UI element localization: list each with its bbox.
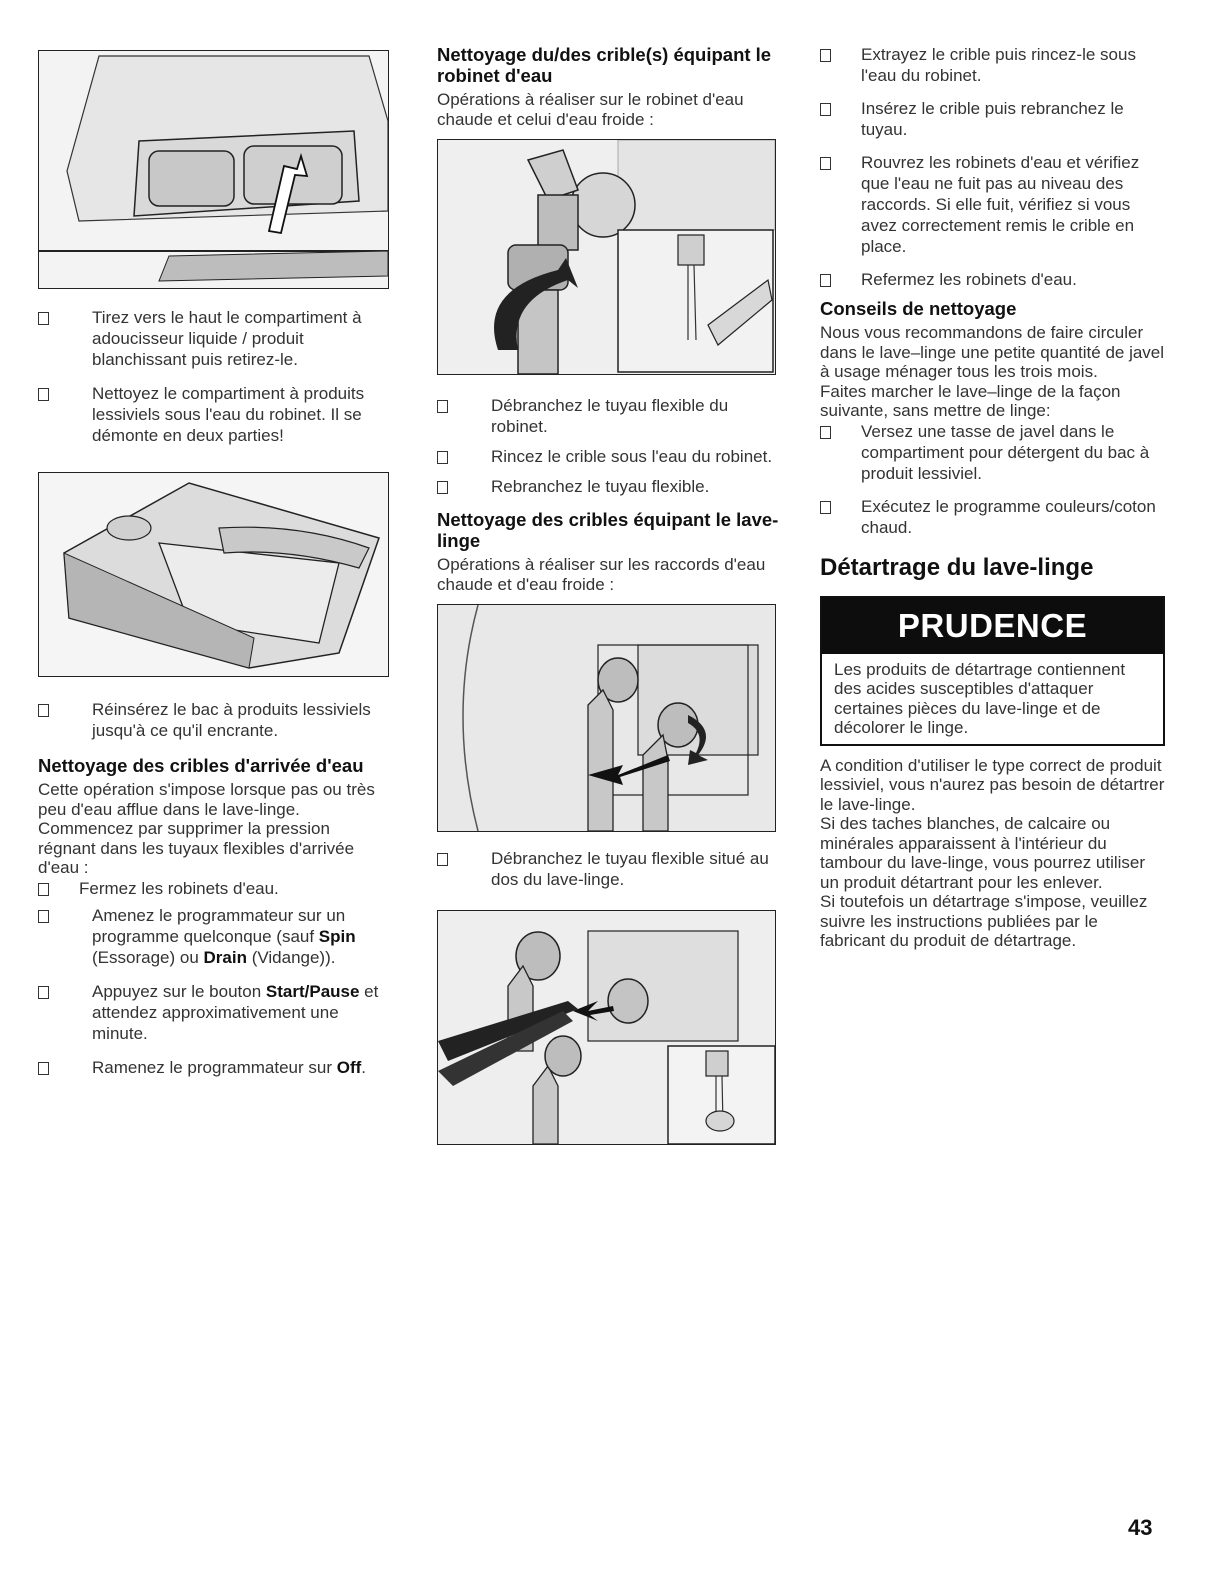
checkbox-icon	[437, 451, 448, 464]
paragraph-stains: Si des taches blanches, de calcaire ou m…	[820, 814, 1146, 892]
step-text: Rouvrez les robinets d'eau et vérifiez q…	[861, 153, 1140, 256]
checkbox-icon	[820, 500, 831, 514]
list-item: Exécutez le programme couleurs/coton cha…	[820, 496, 1165, 538]
step-text: Rebranchez le tuyau flexible.	[491, 477, 710, 496]
step-text: Fermez les robinets d'eau.	[79, 878, 279, 898]
paragraph-tap: Opérations à réaliser sur le robinet d'e…	[437, 90, 744, 129]
figure-pliers-filter	[437, 910, 776, 1145]
figure-machine-inlets	[437, 604, 776, 832]
step-text: Rincez le crible sous l'eau du robinet.	[491, 447, 773, 466]
dispenser-drawer-illustration	[39, 51, 388, 288]
figure-tap-hose	[437, 139, 776, 375]
checkbox-icon	[437, 400, 448, 413]
column-right: Extrayez le crible puis rincez-le sous l…	[820, 44, 1165, 951]
heading-tap-filter: Nettoyage du/des crible(s) équipant le r…	[437, 44, 772, 86]
step-text: Nettoyez le compartiment à produits less…	[92, 384, 365, 445]
column-left: Tirez vers le haut le compartiment à ado…	[38, 44, 390, 1091]
step-text: Débranchez le tuyau flexible du robinet.	[491, 396, 729, 436]
list-item: Insérez le crible puis rebranchez le tuy…	[820, 98, 1165, 140]
list-item: Rebranchez le tuyau flexible.	[437, 476, 779, 497]
checkbox-icon	[38, 312, 49, 325]
checkbox-icon	[437, 853, 448, 866]
list-item: Débranchez le tuyau flexible situé au do…	[437, 848, 779, 890]
checkbox-icon	[820, 49, 831, 62]
step-text: Appuyez sur le bouton Start/Pause et att…	[92, 981, 379, 1043]
checkbox-icon	[820, 103, 831, 116]
figure-detergent-drawer	[38, 472, 389, 677]
checkbox-icon	[820, 425, 831, 439]
step-text: Insérez le crible puis rebranchez le tuy…	[861, 99, 1124, 139]
paragraph-condition: A condition d'utiliser le type correct d…	[820, 755, 1165, 814]
list-item: Versez une tasse de javel dans le compar…	[820, 421, 1165, 484]
checkbox-icon	[38, 388, 49, 401]
paragraph-run: Faites marcher le lave–linge de la façon…	[820, 381, 1121, 421]
heading-inlet-filters: Nettoyage des cribles d'arrivée d'eau	[38, 755, 364, 776]
checkbox-icon	[38, 985, 49, 999]
tap-hose-illustration	[438, 140, 775, 374]
paragraph-machine: Opérations à réaliser sur les raccords d…	[437, 555, 766, 594]
heading-machine-filters: Nettoyage des cribles équipant le lave-l…	[437, 509, 779, 551]
spin-label: Spin	[318, 926, 356, 946]
pliers-filter-illustration	[438, 911, 775, 1144]
list-item: Rouvrez les robinets d'eau et vérifiez q…	[820, 152, 1165, 257]
column-middle: Nettoyage du/des crible(s) équipant le r…	[437, 44, 779, 1145]
figure-dispenser-drawer	[38, 50, 389, 289]
list-item: Fermez les robinets d'eau.	[38, 878, 390, 899]
checkbox-icon	[437, 481, 448, 494]
step-text: Versez une tasse de javel dans le compar…	[861, 421, 1150, 483]
paragraph-when: Cette opération s'impose lorsque pas ou …	[38, 780, 375, 819]
step-text: Réinsérez le bac à produits lessiviels j…	[92, 700, 371, 740]
checkbox-icon	[820, 157, 831, 170]
checkbox-icon	[820, 274, 831, 287]
caution-box: PRUDENCE Les produits de détartrage cont…	[820, 595, 1165, 746]
list-item: Appuyez sur le bouton Start/Pause et att…	[38, 981, 390, 1044]
checkbox-icon	[38, 882, 49, 896]
caution-title: PRUDENCE	[822, 597, 1163, 654]
heading-descaling: Détartrage du lave-linge	[820, 553, 1094, 581]
caution-text: Les produits de détartrage contiennent d…	[834, 659, 1126, 738]
machine-inlets-illustration	[438, 605, 775, 831]
list-item: Rincez le crible sous l'eau du robinet.	[437, 446, 779, 467]
step-text: Exécutez le programme couleurs/coton cha…	[861, 496, 1156, 537]
step-text: Amenez le programmateur sur un programme…	[92, 905, 356, 967]
list-item: Tirez vers le haut le compartiment à ado…	[38, 307, 390, 370]
off-label: Off	[336, 1057, 362, 1077]
detergent-drawer-illustration	[39, 473, 388, 676]
list-item: Amenez le programmateur sur un programme…	[38, 905, 390, 968]
paragraph-start: Commencez par supprimer la pression régn…	[38, 819, 355, 877]
step-text: Débranchez le tuyau flexible situé au do…	[491, 849, 769, 889]
checkbox-icon	[38, 909, 49, 923]
step-text: Refermez les robinets d'eau.	[861, 270, 1077, 289]
list-item: Débranchez le tuyau flexible du robinet.	[437, 395, 779, 437]
page-number: 43	[1128, 1515, 1153, 1540]
checkbox-icon	[38, 1061, 49, 1075]
step-text: Tirez vers le haut le compartiment à ado…	[92, 308, 362, 369]
list-item: Ramenez le programmateur sur Off.	[38, 1057, 390, 1078]
step-text: Ramenez le programmateur sur Off.	[92, 1057, 366, 1077]
list-item: Extrayez le crible puis rincez-le sous l…	[820, 44, 1165, 86]
list-item: Nettoyez le compartiment à produits less…	[38, 383, 390, 446]
drain-label: Drain	[203, 947, 247, 967]
list-item: Réinsérez le bac à produits lessiviels j…	[38, 699, 390, 741]
paragraph-however: Si toutefois un détartrage s'impose, veu…	[820, 892, 1148, 950]
checkbox-icon	[38, 704, 49, 717]
paragraph-recommend: Nous vous recommandons de faire circuler…	[820, 323, 1165, 381]
step-text: Extrayez le crible puis rincez-le sous l…	[861, 45, 1136, 85]
start-pause-label: Start/Pause	[265, 981, 360, 1001]
list-item: Refermez les robinets d'eau.	[820, 269, 1165, 290]
heading-cleaning-tips: Conseils de nettoyage	[820, 298, 1017, 319]
